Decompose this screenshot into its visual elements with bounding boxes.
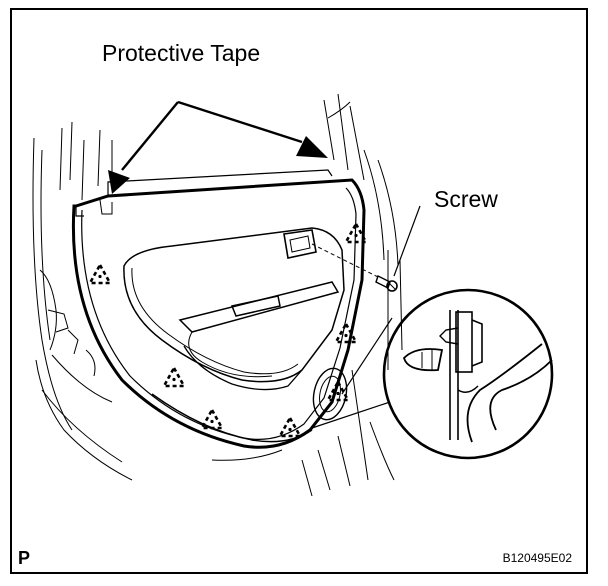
figure-code-label: B120495E02 — [502, 551, 572, 565]
protective-tape-label: Protective Tape — [102, 40, 261, 66]
vehicle-body-lines — [32, 93, 403, 497]
screw — [311, 205, 421, 292]
clip-marker-6 — [278, 416, 302, 438]
door-trim-panel — [71, 169, 366, 449]
view-marker-label: P — [18, 548, 31, 568]
clip-detail-view — [382, 288, 554, 460]
diagram-frame: Protective Tape Screw P B120495E02 — [10, 8, 588, 574]
door-trim-illustration — [32, 93, 554, 497]
screw-label: Screw — [434, 186, 498, 212]
protective-tape-leaders — [108, 100, 328, 194]
detail-leaders — [311, 317, 393, 429]
clip-marker-4 — [162, 366, 186, 388]
clip-marker-1 — [88, 263, 112, 285]
clip-markers — [88, 222, 368, 438]
